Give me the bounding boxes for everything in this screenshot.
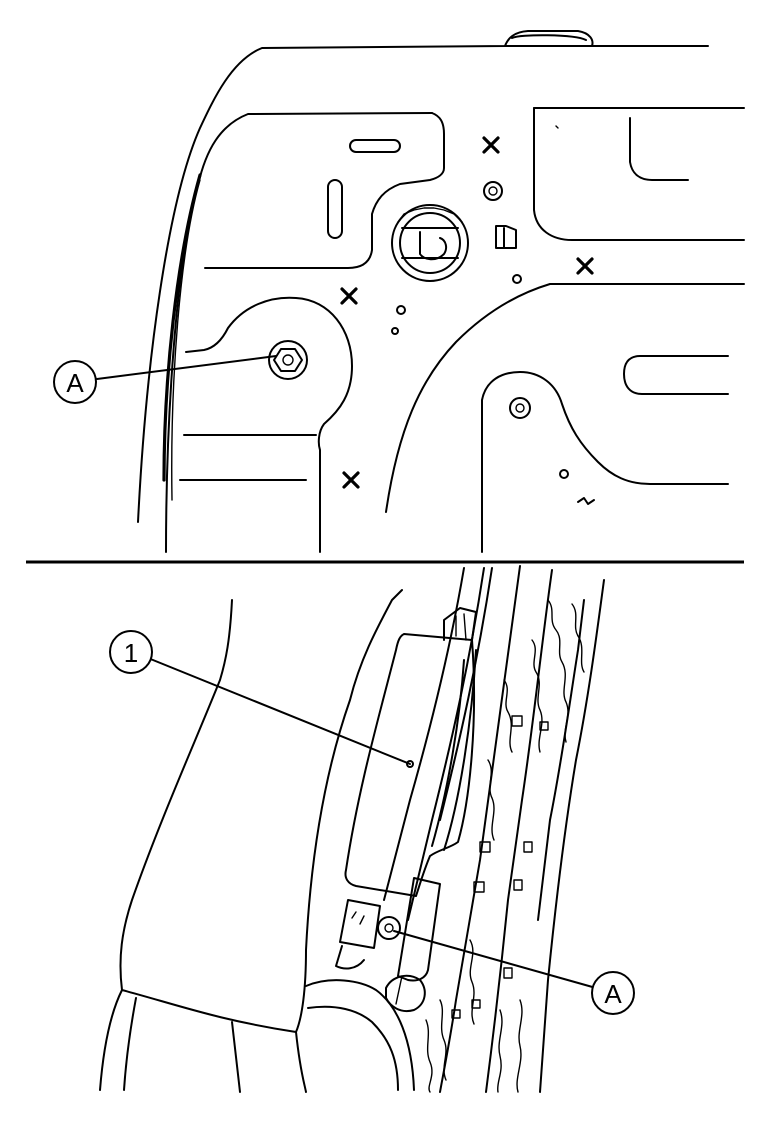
small-bolt-icon <box>483 181 503 201</box>
bottom-view-side-panel <box>99 565 605 1093</box>
bolt-lower-right-icon <box>509 397 531 419</box>
top-view-vehicle-panel <box>137 30 745 553</box>
bolt-a-top-icon <box>268 340 308 380</box>
callout-a-bottom-label: A <box>604 979 622 1009</box>
bolt-a-bottom-icon <box>377 916 401 940</box>
x-mark-icon <box>340 136 594 489</box>
callout-a-bottom: A <box>393 930 635 1015</box>
clip-marks <box>451 715 549 1019</box>
callout-1: 1 <box>109 630 411 765</box>
callout-a-top-label: A <box>66 368 84 398</box>
callout-1-label: 1 <box>124 638 138 668</box>
airbag-module <box>344 607 477 1012</box>
center-grommet-icon <box>391 204 469 282</box>
callout-a-top: A <box>53 355 277 404</box>
